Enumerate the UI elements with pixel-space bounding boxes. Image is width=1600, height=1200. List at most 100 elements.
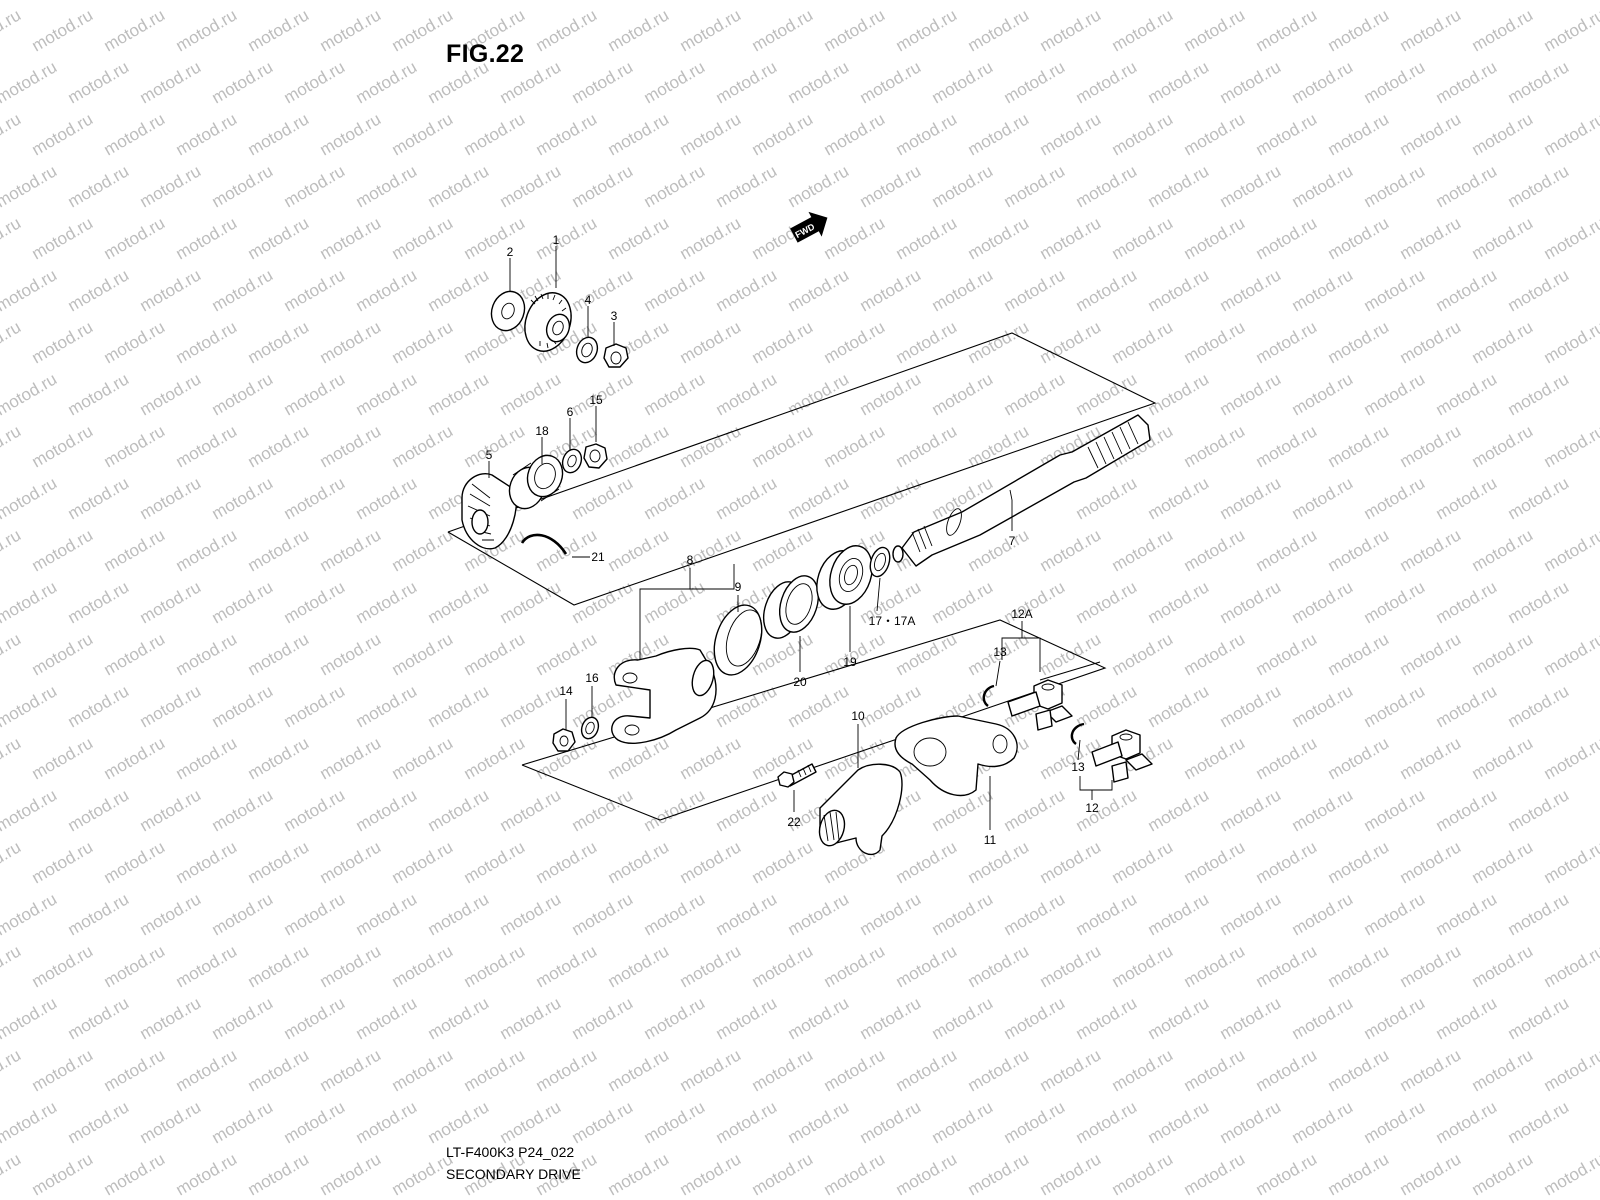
watermark-text: motod.ru [1001, 993, 1069, 1043]
watermark-text: motod.ru [0, 265, 60, 315]
watermark-text: motod.ru [245, 525, 313, 575]
watermark-text: motod.ru [1037, 5, 1105, 55]
watermark-text: motod.ru [1253, 317, 1321, 367]
watermark-text: motod.ru [101, 1045, 169, 1095]
watermark-text: motod.ru [209, 473, 277, 523]
watermark-text: motod.ru [1397, 317, 1465, 367]
watermark-text: motod.ru [1469, 109, 1537, 159]
watermark-text: motod.ru [749, 1045, 817, 1095]
watermark-text: motod.ru [641, 0, 709, 3]
watermark-text: motod.ru [1109, 213, 1177, 263]
callout-c10: 10 [851, 709, 865, 723]
watermark-text: motod.ru [1289, 681, 1357, 731]
watermark-text: motod.ru [281, 577, 349, 627]
watermark-text: motod.ru [713, 161, 781, 211]
watermark-text: motod.ru [569, 993, 637, 1043]
watermark-text: motod.ru [425, 1097, 493, 1147]
watermark-text: motod.ru [785, 265, 853, 315]
watermark-text: motod.ru [173, 1149, 241, 1199]
watermark-text: motod.ru [137, 161, 205, 211]
watermark-text: motod.ru [1433, 577, 1501, 627]
watermark-text: motod.ru [605, 421, 673, 471]
watermark-text: motod.ru [461, 941, 529, 991]
watermark-text: motod.ru [569, 265, 637, 315]
watermark-text: motod.ru [497, 889, 565, 939]
watermark-text: motod.ru [0, 213, 24, 263]
watermark-text: motod.ru [893, 5, 961, 55]
watermark-text: motod.ru [749, 421, 817, 471]
watermark-text: motod.ru [857, 369, 925, 419]
watermark-text: motod.ru [677, 421, 745, 471]
watermark-text: motod.ru [0, 57, 60, 107]
watermark-text: motod.ru [281, 889, 349, 939]
bearing-part-19 [816, 545, 873, 610]
watermark-text: motod.ru [1433, 993, 1501, 1043]
watermark-text: motod.ru [1181, 1149, 1249, 1199]
watermark-text: motod.ru [1361, 473, 1429, 523]
watermark-text: motod.ru [353, 57, 421, 107]
watermark-text: motod.ru [1181, 317, 1249, 367]
watermark-text: motod.ru [893, 421, 961, 471]
watermark-text: motod.ru [1469, 629, 1537, 679]
watermark-text: motod.ru [1433, 889, 1501, 939]
watermark-text: motod.ru [1145, 889, 1213, 939]
bolt-part-22 [777, 763, 817, 788]
watermark-text: motod.ru [209, 0, 277, 3]
washer-part-6 [561, 448, 583, 474]
watermark-text: motod.ru [425, 265, 493, 315]
watermark-text: motod.ru [893, 317, 961, 367]
watermark-text: motod.ru [1253, 1045, 1321, 1095]
watermark-text: motod.ru [1037, 1045, 1105, 1095]
watermark-text: motod.ru [1037, 1149, 1105, 1199]
watermark-text: motod.ru [1325, 629, 1393, 679]
watermark-text: motod.ru [353, 577, 421, 627]
watermark-text: motod.ru [1433, 161, 1501, 211]
watermark-text: motod.ru [65, 785, 133, 835]
watermark-text: motod.ru [1145, 369, 1213, 419]
watermark-text: motod.ru [1001, 0, 1069, 3]
watermark-text: motod.ru [0, 421, 24, 471]
watermark-text: motod.ru [425, 161, 493, 211]
callout-c1: 1 [553, 233, 560, 247]
watermark-text: motod.ru [605, 213, 673, 263]
callout-c4: 4 [585, 293, 592, 307]
watermark-text: motod.ru [65, 369, 133, 419]
callout-c15: 15 [589, 393, 603, 407]
watermark-text: motod.ru [1325, 733, 1393, 783]
watermark-text: motod.ru [0, 837, 24, 887]
watermark-text: motod.ru [1145, 473, 1213, 523]
callout-labels: 2 1 4 3 5 18 6 15 21 7 8 9 20 19 17・17A … [486, 233, 1099, 847]
watermark-text: motod.ru [1505, 785, 1573, 835]
watermark-text: motod.ru [1469, 733, 1537, 783]
watermark-text: motod.ru [785, 993, 853, 1043]
watermark-text: motod.ru [0, 629, 24, 679]
watermark-text: motod.ru [461, 837, 529, 887]
watermark-text: motod.ru [1037, 525, 1105, 575]
watermark-text: motod.ru [1433, 57, 1501, 107]
watermark-text: motod.ru [101, 837, 169, 887]
watermark-text: motod.ru [1037, 837, 1105, 887]
watermark-text: motod.ru [137, 57, 205, 107]
watermark-text: motod.ru [317, 421, 385, 471]
watermark-text: motod.ru [0, 317, 24, 367]
watermark-text: motod.ru [425, 369, 493, 419]
watermark-text: motod.ru [317, 525, 385, 575]
watermark-text: motod.ru [1001, 889, 1069, 939]
watermark-text: motod.ru [1253, 733, 1321, 783]
watermark-text: motod.ru [173, 629, 241, 679]
circlip-part-21 [520, 533, 568, 555]
watermark-text: motod.ru [1433, 369, 1501, 419]
watermark-text: motod.ru [389, 109, 457, 159]
watermark-text: motod.ru [209, 161, 277, 211]
watermark-text: motod.ru [1217, 473, 1285, 523]
watermark-text: motod.ru [605, 5, 673, 55]
watermark-text: motod.ru [425, 0, 493, 3]
watermark-text: motod.ru [641, 265, 709, 315]
watermark-text: motod.ru [1001, 265, 1069, 315]
watermark-text: motod.ru [1037, 213, 1105, 263]
watermark-text: motod.ru [785, 57, 853, 107]
watermark-text: motod.ru [677, 1149, 745, 1199]
watermark-text: motod.ru [101, 213, 169, 263]
watermark-text: motod.ru [605, 1045, 673, 1095]
